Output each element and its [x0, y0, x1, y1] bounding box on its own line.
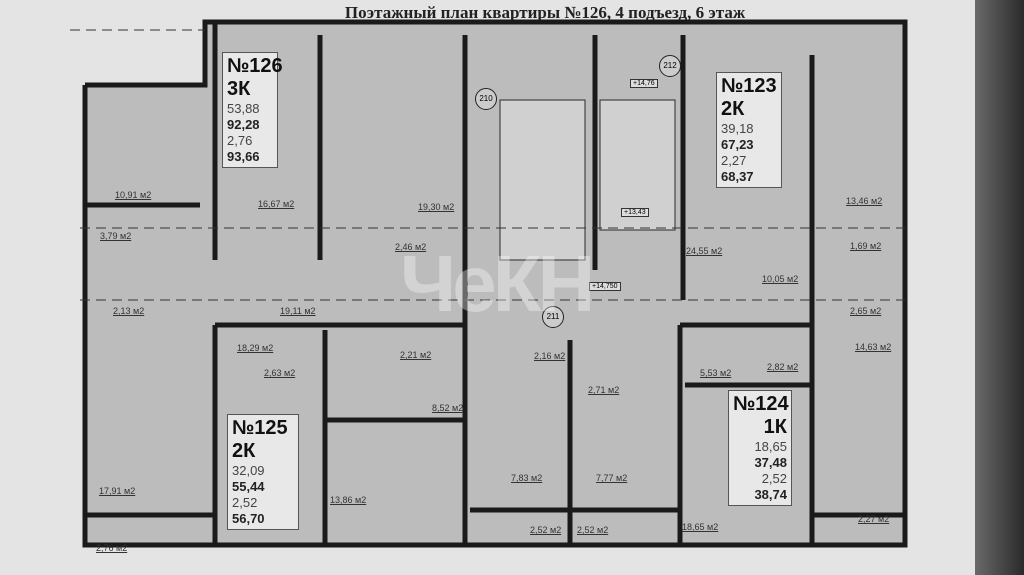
living-area: 32,09 [232, 463, 265, 478]
total-area: 67,23 [721, 137, 754, 152]
room-area: 13,86 м2 [330, 495, 367, 505]
room-area: 18,65 м2 [682, 522, 719, 532]
room-area: 2,76 м2 [96, 543, 128, 553]
section-marker: 211 [542, 306, 564, 328]
balcony-area: 2,52 [761, 471, 787, 486]
apartment-126-card[interactable]: №126 3К 53,88 92,28 2,76 93,66 [222, 52, 283, 168]
room-area: 24,55 м2 [686, 246, 723, 256]
room-area: 2,52 м2 [577, 525, 609, 535]
room-area: 19,30 м2 [418, 202, 455, 212]
room-area: 16,67 м2 [258, 199, 295, 209]
room-area: 2,13 м2 [113, 306, 145, 316]
room-area: 17,91 м2 [99, 486, 136, 496]
room-area: 2,21 м2 [400, 350, 432, 360]
watermark-logo: ЧеКН [400, 239, 595, 328]
total-area: 37,48 [754, 455, 787, 470]
apartment-number: №125 [232, 417, 288, 439]
room-area: 7,83 м2 [511, 473, 543, 483]
balcony-area: 2,27 [721, 153, 747, 168]
room-area: 2,52 м2 [530, 525, 562, 535]
apartment-number: №123 [721, 75, 777, 97]
axis-lines [70, 29, 905, 301]
room-area: 10,91 м2 [115, 190, 152, 200]
room-area: 2,82 м2 [767, 362, 799, 372]
balcony-area: 2,52 [232, 495, 258, 510]
apartment-type: 1К [763, 416, 787, 438]
balcony-area: 2,76 [227, 133, 253, 148]
room-area: 13,46 м2 [846, 196, 883, 206]
apartment-125-card[interactable]: №125 2К 32,09 55,44 2,52 56,70 [227, 414, 299, 530]
room-area: 2,27 м2 [858, 514, 890, 524]
room-area: 18,29 м2 [237, 343, 274, 353]
room-area: 3,79 м2 [100, 231, 132, 241]
apartment-type: 2К [721, 98, 745, 120]
room-area: 7,77 м2 [596, 473, 628, 483]
room-area: 2,16 м2 [534, 351, 566, 361]
section-marker: 212 [659, 55, 681, 77]
room-area: 5,53 м2 [700, 368, 732, 378]
monitor-edge [975, 0, 1024, 575]
total-with-balcony: 68,37 [721, 169, 754, 184]
total-area: 92,28 [227, 117, 260, 132]
room-area: 2,71 м2 [588, 385, 620, 395]
level-mark: +13,43 [621, 208, 649, 217]
walls [82, 19, 908, 548]
level-mark: +14,750 [589, 282, 621, 291]
room-area: 10,05 м2 [762, 274, 799, 284]
room-area: 19,11 м2 [280, 306, 316, 316]
room-area: 2,65 м2 [850, 306, 882, 316]
total-with-balcony: 93,66 [227, 149, 260, 164]
room-area: 14,63 м2 [855, 342, 892, 352]
apartment-number: №126 [227, 55, 283, 77]
living-area: 18,65 [754, 439, 787, 454]
section-marker: 210 [475, 88, 497, 110]
room-area: 2,46 м2 [395, 242, 427, 252]
room-area: 1,69 м2 [850, 241, 882, 251]
apartment-124-card[interactable]: №124 1К 18,65 37,48 2,52 38,74 [728, 390, 792, 506]
living-area: 39,18 [721, 121, 754, 136]
total-area: 55,44 [232, 479, 265, 494]
room-area: 8,52 м2 [432, 403, 464, 413]
apartment-number: №124 [733, 393, 789, 415]
total-with-balcony: 38,74 [754, 487, 787, 502]
apartment-type: 2К [232, 440, 256, 462]
total-with-balcony: 56,70 [232, 511, 265, 526]
apartment-123-card[interactable]: №123 2К 39,18 67,23 2,27 68,37 [716, 72, 782, 188]
living-area: 53,88 [227, 101, 260, 116]
level-mark: +14,76 [630, 79, 658, 88]
apartment-type: 3К [227, 78, 251, 100]
room-area: 2,63 м2 [264, 368, 296, 378]
plan-floor-top [205, 22, 905, 87]
plan-title: Поэтажный план квартиры №126, 4 подъезд,… [344, 3, 746, 22]
